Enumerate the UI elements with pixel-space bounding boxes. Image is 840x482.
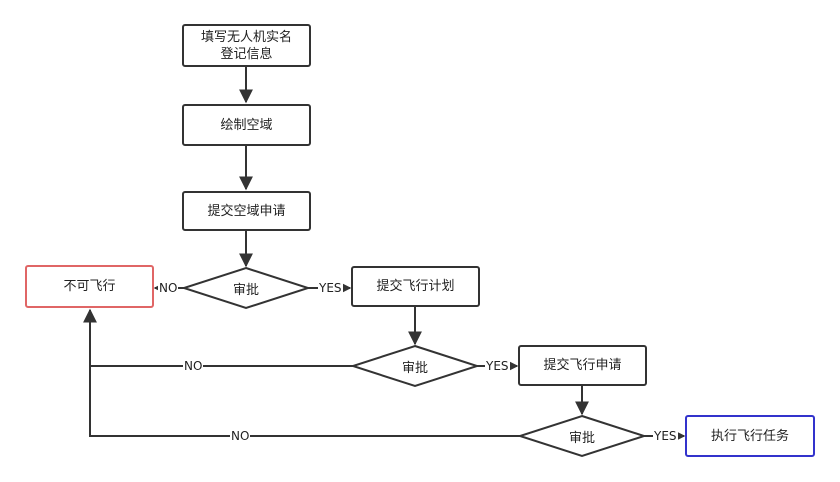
- node-submit-airspace-application-label: 提交空域申请: [207, 203, 286, 219]
- edge-label-d3-yes: YES: [653, 429, 678, 443]
- decision-2-label: 审批: [401, 360, 428, 376]
- node-draw-airspace: 绘制空域: [182, 104, 311, 146]
- edge-d3-no: [89, 366, 520, 437]
- node-draw-airspace-label: 绘制空域: [220, 117, 273, 133]
- node-no-fly-label: 不可飞行: [63, 279, 116, 294]
- edge-label-d2-no: NO: [183, 359, 204, 373]
- node-execute-flight-task-label: 执行飞行任务: [710, 428, 789, 444]
- node-no-fly: 不可飞行: [25, 265, 154, 308]
- node-submit-flight-application-label: 提交飞行申请: [543, 358, 622, 373]
- decision-diamond-1: [180, 266, 312, 310]
- edge-d2-no: [83, 308, 353, 367]
- node-submit-flight-plan: 提交飞行计划: [351, 266, 480, 307]
- decision-diamond-3: [516, 414, 648, 458]
- node-fill-registration-info-line-2: 登记信息: [220, 46, 273, 62]
- node-fill-registration-info-line-1: 填写无人机实名: [200, 29, 292, 45]
- decision-3-label: 审批: [568, 430, 595, 446]
- decision-1-label: 审批: [232, 282, 259, 298]
- decision-diamond-2: [349, 344, 481, 388]
- edge-label-d2-yes: YES: [485, 359, 510, 373]
- edge-label-d1-no: NO: [158, 281, 179, 295]
- node-execute-flight-task: 执行飞行任务: [685, 415, 815, 457]
- node-submit-flight-application: 提交飞行申请: [518, 345, 647, 386]
- edge-label-d3-no: NO: [230, 429, 251, 443]
- edge-label-d1-yes: YES: [318, 281, 343, 295]
- node-submit-flight-plan-label: 提交飞行计划: [376, 279, 455, 294]
- node-fill-registration-info: 填写无人机实名 登记信息: [182, 24, 311, 67]
- node-submit-airspace-application: 提交空域申请: [182, 191, 311, 231]
